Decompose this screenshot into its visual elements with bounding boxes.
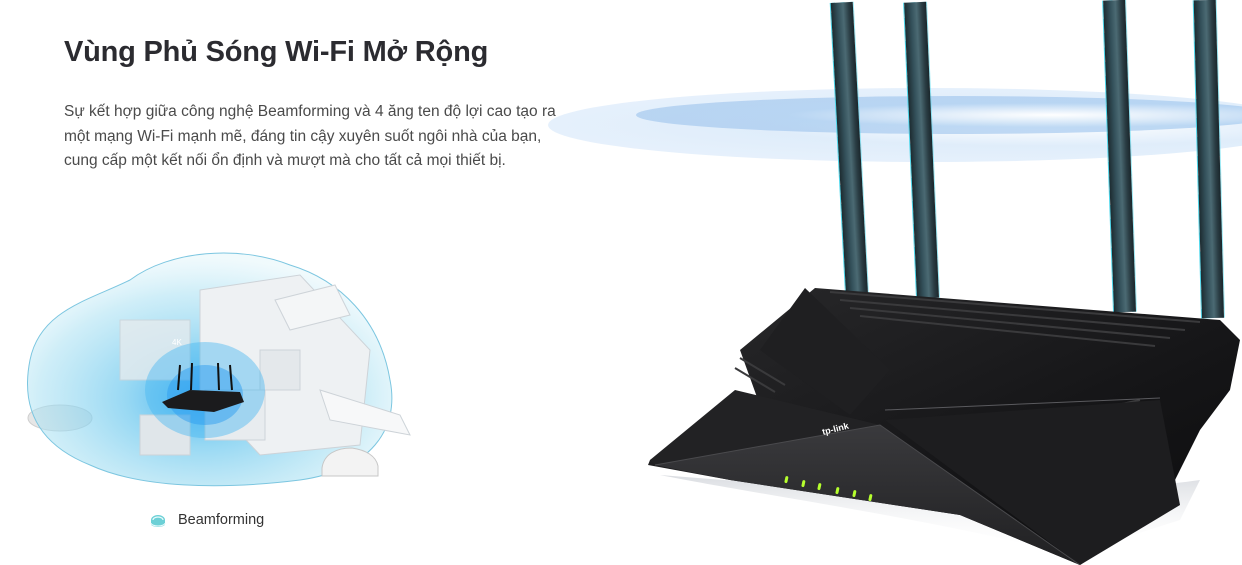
beamforming-legend: Beamforming bbox=[150, 512, 264, 528]
wifi-beam-inner bbox=[636, 96, 1242, 134]
status-leds bbox=[784, 476, 873, 502]
section-description: Sự kết hợp giữa công nghệ Beamforming và… bbox=[64, 100, 584, 174]
beamforming-icon bbox=[150, 515, 166, 527]
mini-router-icon bbox=[162, 362, 244, 412]
description-line: Sự kết hợp giữa công nghệ Beamforming và… bbox=[64, 103, 556, 120]
router-image: tp-link bbox=[648, 288, 1240, 565]
description-line: cung cấp một kết nối ổn định và mượt mà … bbox=[64, 152, 506, 169]
description-line: một mạng Wi-Fi mạnh mẽ, đáng tin cậy xuy… bbox=[64, 127, 542, 145]
house-coverage-illustration: 4K bbox=[27, 252, 411, 487]
svg-text:4K: 4K bbox=[172, 338, 182, 347]
beamforming-label: Beamforming bbox=[178, 512, 265, 528]
router-antenna-4 bbox=[1193, 0, 1224, 319]
section-title: Vùng Phủ Sóng Wi-Fi Mở Rộng bbox=[64, 36, 489, 68]
